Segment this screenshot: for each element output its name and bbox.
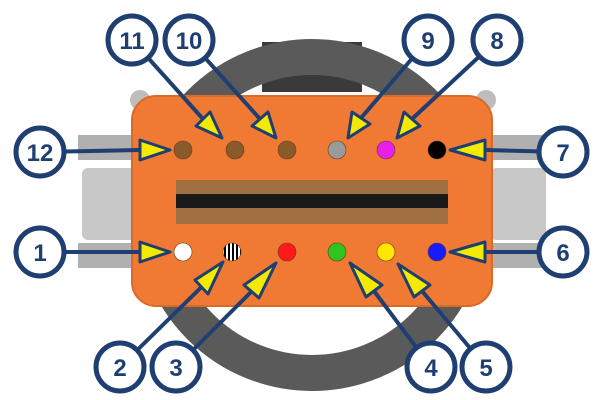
pin-5 xyxy=(376,242,396,262)
arrowhead-8 xyxy=(395,110,422,140)
pin-6 xyxy=(427,242,447,262)
arrowhead-3 xyxy=(242,261,278,300)
callout-circle-3 xyxy=(149,340,203,394)
pin-12 xyxy=(173,140,193,160)
callout-3: 3 xyxy=(149,340,203,394)
callout-number-12: 12 xyxy=(27,140,54,167)
callout-circle-12 xyxy=(13,125,67,179)
callout-number-11: 11 xyxy=(119,28,144,55)
pin-1 xyxy=(173,242,193,262)
arrowhead-9 xyxy=(346,110,372,140)
pin-7 xyxy=(427,140,447,160)
pin-4 xyxy=(327,242,347,262)
callout-number-5: 5 xyxy=(479,355,492,382)
center-slot xyxy=(176,180,448,224)
callout-number-7: 7 xyxy=(556,140,569,167)
callout-circle-6 xyxy=(536,225,590,279)
arrowhead-12 xyxy=(138,138,172,162)
arrowhead-2 xyxy=(193,260,225,296)
callout-12: 12 xyxy=(13,125,67,179)
callout-11: 11 xyxy=(105,13,159,67)
callout-circle-4 xyxy=(404,340,458,394)
callout-circle-2 xyxy=(93,340,147,394)
callout-7: 7 xyxy=(536,125,590,179)
pin-8 xyxy=(376,140,396,160)
arrowhead-1 xyxy=(138,240,172,264)
arrowhead-10 xyxy=(250,110,278,140)
callout-9: 9 xyxy=(401,13,455,67)
callout-circle-10 xyxy=(162,13,216,67)
callout-circle-9 xyxy=(401,13,455,67)
callout-circle-7 xyxy=(536,125,590,179)
callout-6: 6 xyxy=(536,225,590,279)
callout-circle-8 xyxy=(470,13,524,67)
pin-3 xyxy=(277,242,297,262)
arrowhead-4 xyxy=(348,261,384,299)
callout-10: 10 xyxy=(162,13,216,67)
arrowhead-6 xyxy=(448,240,487,264)
callout-number-10: 10 xyxy=(176,28,203,55)
arrowhead-5 xyxy=(396,262,432,299)
callout-number-8: 8 xyxy=(490,28,503,55)
callout-number-4: 4 xyxy=(424,355,438,382)
pins xyxy=(173,140,447,262)
pin-10 xyxy=(277,140,297,160)
left-strap xyxy=(78,135,138,268)
callout-1: 1 xyxy=(13,225,67,279)
callout-circle-11 xyxy=(105,13,159,67)
callout-circle-5 xyxy=(459,340,513,394)
callout-8: 8 xyxy=(470,13,524,67)
arrowhead-7 xyxy=(448,138,487,162)
callout-4: 4 xyxy=(404,340,458,394)
pin-11 xyxy=(225,140,245,160)
pin-2 xyxy=(222,242,242,262)
callout-number-2: 2 xyxy=(113,355,126,382)
callout-5: 5 xyxy=(459,340,513,394)
callout-number-6: 6 xyxy=(556,240,569,267)
callout-number-1: 1 xyxy=(33,240,46,267)
arrowhead-11 xyxy=(194,110,224,140)
callout-number-3: 3 xyxy=(169,355,182,382)
callout-2: 2 xyxy=(93,340,147,394)
callout-number-9: 9 xyxy=(421,28,434,55)
callout-circle-1 xyxy=(13,225,67,279)
pin-9 xyxy=(327,140,347,160)
